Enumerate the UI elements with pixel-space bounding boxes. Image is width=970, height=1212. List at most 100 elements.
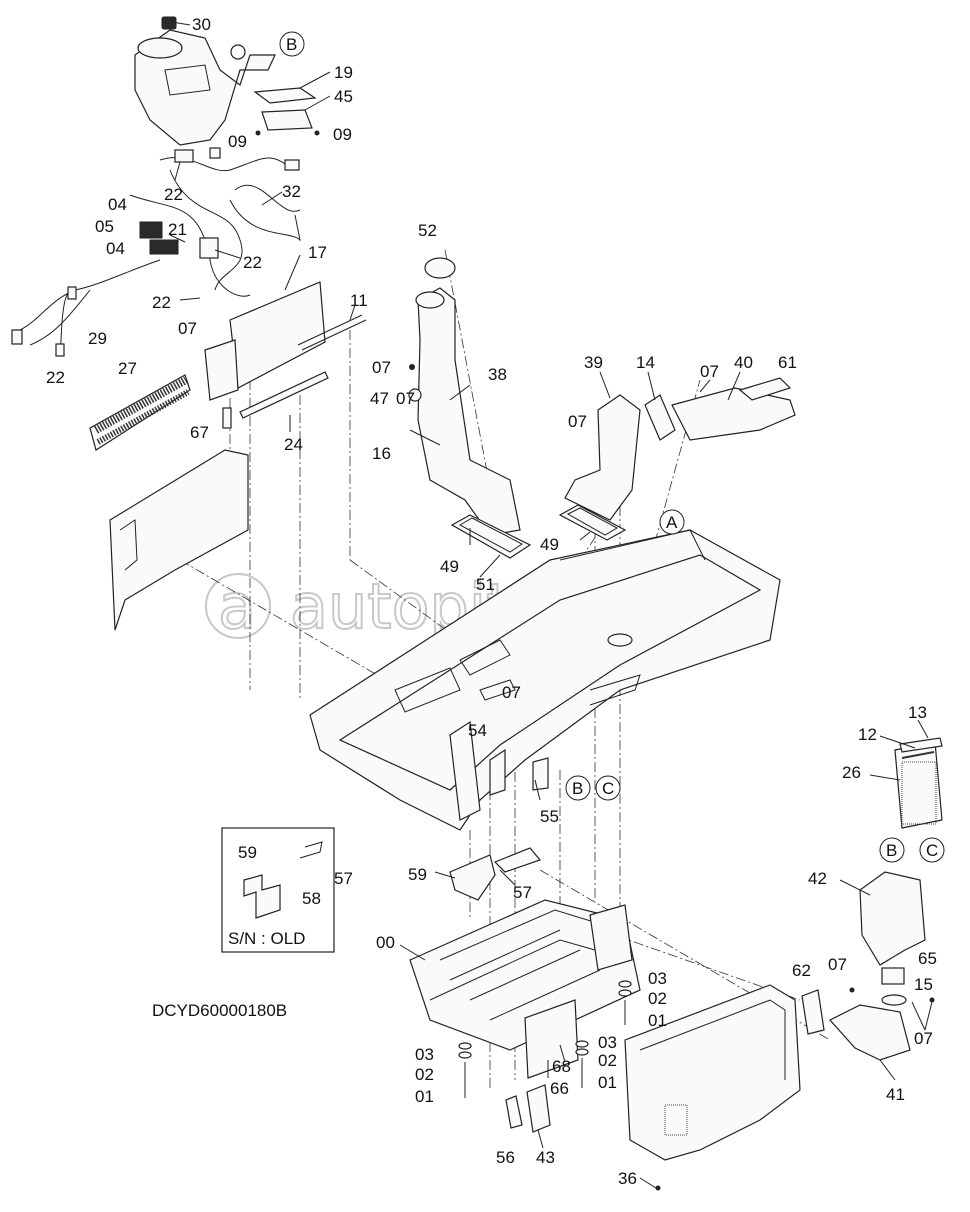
callout: 65 [918,949,937,968]
callout: 01 [648,1011,667,1030]
callout: 30 [192,15,211,34]
callout: 14 [636,353,655,372]
callout: 07 [502,683,521,702]
callout: 24 [284,435,303,454]
diagram-code: DCYD60000180B [152,1001,287,1020]
callout: 07 [396,389,415,408]
rear-duct [801,871,935,1061]
ref-c-right: C [926,841,938,860]
callout: 22 [152,293,171,312]
gaskets [450,504,627,559]
callout: 07 [372,358,391,377]
callout: 17 [308,243,327,262]
callout: 45 [334,87,353,106]
callout: 21 [168,220,187,239]
callout: 16 [372,444,391,463]
bolts [458,980,632,1098]
callout: 04 [108,195,127,214]
upper-duct [671,377,796,441]
callout: 42 [808,869,827,888]
callout: 11 [350,291,368,310]
callout: 57 [513,883,532,902]
callout: 01 [415,1087,434,1106]
callout: 62 [792,961,811,980]
callout: 01 [598,1073,617,1092]
callout: 59 [408,865,427,884]
callout: 49 [540,535,559,554]
fresh-air-filter [894,737,943,829]
callout: 54 [468,721,487,740]
lower-cover [624,984,801,1191]
callout: 07 [568,412,587,431]
inset-box [221,827,335,953]
inset-label: S/N : OLD [228,929,305,948]
filter-pads [253,87,320,136]
callout: 07 [700,362,719,381]
mount-panel [204,281,367,429]
callout: 49 [440,557,459,576]
callout: 09 [333,125,352,144]
callout: 55 [540,807,559,826]
callout: 12 [858,725,877,744]
cabin-filter [89,374,191,451]
callout: 68 [552,1057,571,1076]
leader-lines [169,21,933,1189]
callout: 02 [598,1051,617,1070]
callout: 07 [914,1029,933,1048]
callout: 22 [243,253,262,272]
ref-b-top: B [286,35,297,54]
callout: 03 [648,969,667,988]
callout: 05 [95,217,114,236]
inset-callout: 58 [302,889,321,908]
callout: 22 [164,185,183,204]
callout: 40 [734,353,753,372]
callout: 32 [282,182,301,201]
callout: 41 [886,1085,905,1104]
callout: 07 [828,955,847,974]
wire-harness [11,147,301,357]
callout: 36 [618,1169,637,1188]
callout-labels: 30 19 45 09 09 22 32 04 05 04 21 22 17 2… [46,15,937,1188]
ref-b-mid: B [572,779,583,798]
callout: 15 [914,975,933,994]
callout: 04 [106,239,125,258]
callout: 29 [88,329,107,348]
callout: 19 [334,63,353,82]
callout: 67 [190,423,209,442]
callout: 02 [415,1065,434,1084]
circle-references: B A B C B C [279,31,945,863]
callout: 52 [418,221,437,240]
callout: 22 [46,368,65,387]
ref-b-right: B [886,841,897,860]
floor-frame [309,529,781,831]
callout: 07 [178,319,197,338]
callout: 38 [488,365,507,384]
callout: 27 [118,359,137,378]
defrost-duct [408,257,521,536]
callout: 00 [376,933,395,952]
callout: 66 [550,1079,569,1098]
ref-a: A [666,513,678,532]
callout: 43 [536,1148,555,1167]
callout: 02 [648,989,667,1008]
callout: 47 [370,389,389,408]
blower-housing [134,16,276,146]
callout: 39 [584,353,603,372]
callout: 09 [228,132,247,151]
inset-labels: 59 57 58 S/N : OLD [228,843,353,948]
hvac-unit [409,847,641,1079]
callout: 51 [476,575,495,594]
callout: 13 [908,703,927,722]
ref-c-mid: C [602,779,614,798]
side-panel [109,449,249,631]
callout: 61 [778,353,797,372]
side-duct [564,394,676,521]
callout: 03 [415,1045,434,1064]
callout: 56 [496,1148,515,1167]
callout: 26 [842,763,861,782]
inset-callout: 57 [334,869,353,888]
inset-callout: 59 [238,843,257,862]
callout: 03 [598,1033,617,1052]
